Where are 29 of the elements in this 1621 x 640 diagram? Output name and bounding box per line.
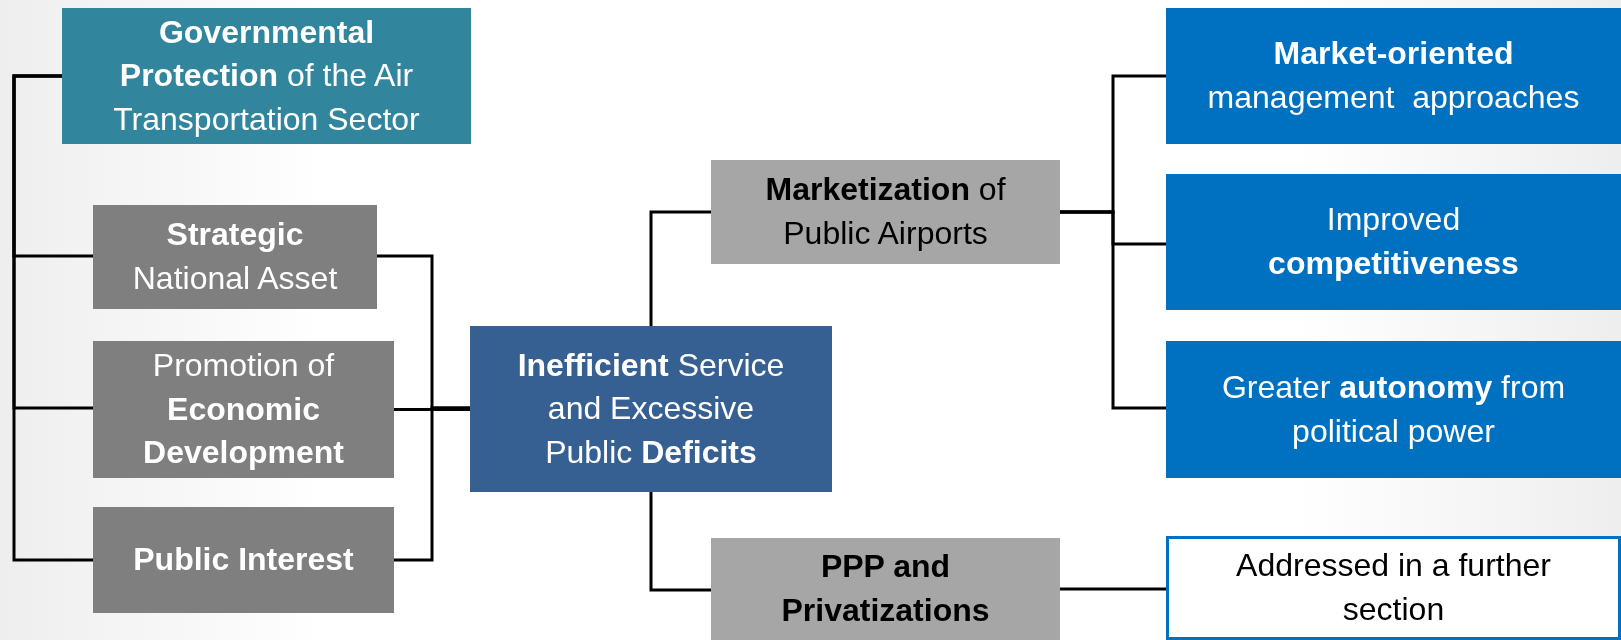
connector-line <box>394 406 470 562</box>
box-text: Public Interest <box>133 540 354 580</box>
text-box <box>470 326 832 492</box>
box-text: Promotion of Economic Development <box>142 346 345 473</box>
box-text: Strategic National Asset <box>131 215 339 298</box>
box-text: Improved competitiveness <box>1267 200 1520 283</box>
box-text: Addressed in a further section <box>1235 546 1552 629</box>
connector-line <box>1060 210 1166 410</box>
text-box <box>711 538 1060 640</box>
text-box <box>1166 8 1621 144</box>
text-box <box>1166 174 1621 310</box>
text-box <box>62 8 471 144</box>
connector-line <box>1060 587 1166 591</box>
text-box <box>93 205 377 309</box>
box-text: PPP and Privatizations <box>780 547 991 630</box>
connector-line <box>649 492 711 592</box>
text-box <box>1166 536 1621 640</box>
connector-line <box>394 408 470 411</box>
text-box <box>1166 341 1621 478</box>
connector-line <box>649 210 711 326</box>
box-text: Governmental Protection of the Air Transportation Sector <box>112 12 421 139</box>
box-text: Marketization of Public Airports <box>764 170 1007 253</box>
text-box <box>711 160 1060 264</box>
box-text: Inefficient Service and Excessive Public Deficits <box>516 345 786 472</box>
box-text: Market-oriented management approaches <box>1206 34 1581 117</box>
connector-line <box>12 74 93 562</box>
text-box <box>93 341 394 478</box>
box-text: Greater autonomy from political power <box>1220 368 1567 451</box>
text-box <box>93 507 394 613</box>
